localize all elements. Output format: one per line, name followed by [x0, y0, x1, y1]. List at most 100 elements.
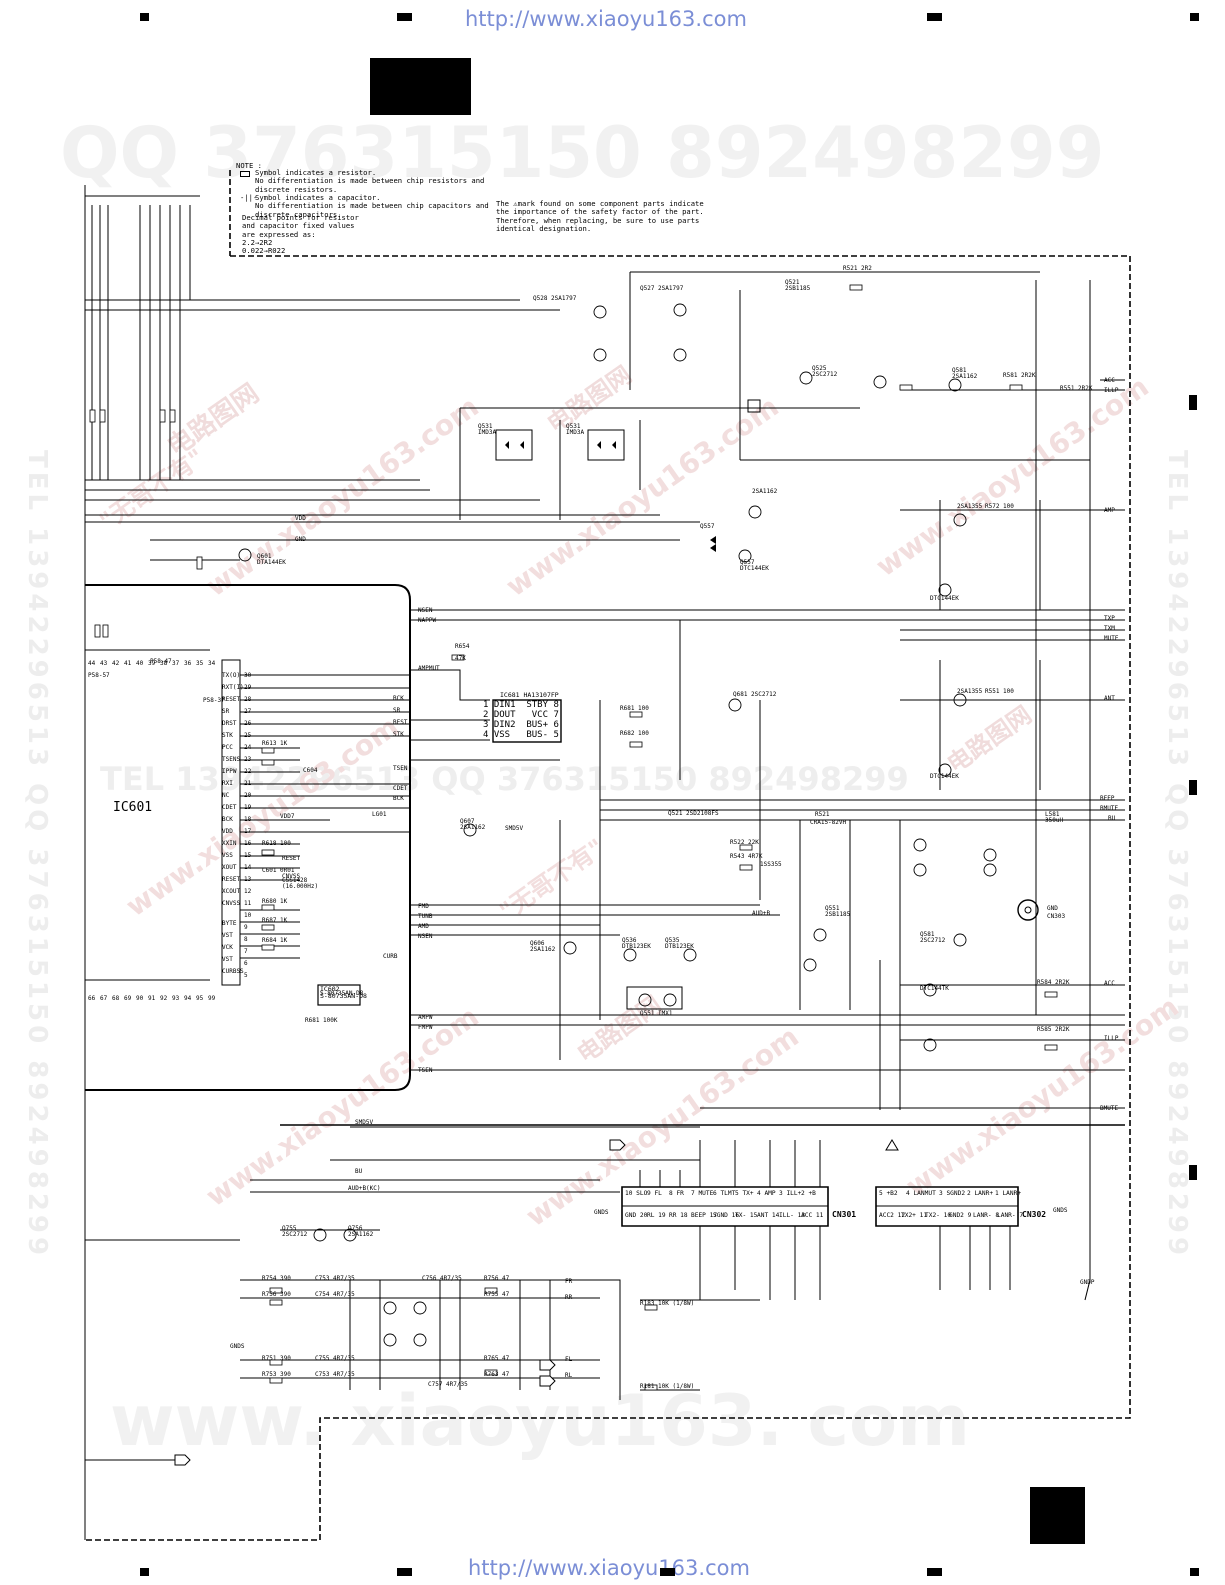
top-url[interactable]: http://www.xiaoyu163.com [465, 7, 747, 31]
svg-text:DTA144EK: DTA144EK [257, 559, 286, 566]
svg-text:IMD3A: IMD3A [566, 429, 584, 436]
svg-text:40: 40 [136, 660, 144, 667]
svg-text:BU: BU [1108, 815, 1116, 822]
svg-text:R681 100: R681 100 [620, 705, 649, 712]
cn302-pin: GND2 9 [949, 1212, 972, 1219]
cn301-pin: 10 SLO [625, 1190, 648, 1197]
svg-text:(16.000Hz): (16.000Hz) [282, 883, 318, 890]
svg-text:P58-47: P58-47 [150, 658, 172, 665]
cn302-pin: 4 LANMUT [906, 1190, 936, 1197]
cn302-pin: 1 LANR+ [995, 1190, 1022, 1197]
note-resistor: Symbol indicates a resistor. No differen… [255, 168, 485, 194]
section-tab-block [1030, 1487, 1085, 1544]
cn301-pin: ACC 11 [801, 1212, 824, 1219]
cn301-pin: 2 +B [801, 1190, 816, 1197]
svg-text:DTC144EK: DTC144EK [930, 773, 959, 780]
svg-text:2SB1185: 2SB1185 [825, 911, 851, 918]
svg-text:15: 15 [244, 852, 252, 859]
svg-text:41: 41 [124, 660, 132, 667]
svg-text:91: 91 [148, 995, 156, 1002]
svg-text:36: 36 [184, 660, 192, 667]
svg-text:2SA1355: 2SA1355 [957, 503, 983, 510]
svg-text:TX(O): TX(O) [222, 672, 240, 679]
svg-text:LG01: LG01 [372, 811, 387, 818]
svg-text:R682 100: R682 100 [620, 730, 649, 737]
svg-text:STK: STK [222, 732, 233, 739]
svg-text:VDD7: VDD7 [280, 813, 295, 820]
svg-text:2SA1162: 2SA1162 [530, 946, 556, 953]
cn301-top-row: 10 SLO 9 FL 8 FR 7 MUTE 6 TLMT 5 TX+ 4 A… [625, 1190, 820, 1197]
svg-text:94: 94 [184, 995, 192, 1002]
svg-text:R551 2R2K: R551 2R2K [1060, 385, 1093, 392]
svg-text:DTB123EK: DTB123EK [622, 943, 651, 950]
watermark-qq: QQ 376315150 892498299 [60, 112, 1105, 194]
registration-mark [1190, 13, 1199, 21]
svg-text:Q531: Q531 [566, 423, 581, 430]
svg-text:Q551 IMX1: Q551 IMX1 [640, 1010, 673, 1017]
registration-mark [140, 13, 149, 21]
svg-text:TUNB: TUNB [418, 913, 433, 920]
svg-text:26: 26 [244, 720, 252, 727]
svg-text:R585 2R2K: R585 2R2K [1037, 1026, 1070, 1033]
svg-text:13: 13 [244, 876, 252, 883]
registration-mark [140, 1568, 149, 1576]
svg-text:IPPW: IPPW [222, 768, 237, 775]
registration-mark [1190, 1568, 1199, 1576]
bottom-url[interactable]: http://www.xiaoyu163.com [468, 1556, 750, 1580]
svg-text:AUD+B(KC): AUD+B(KC) [348, 1185, 381, 1192]
cn301-bottom-row: GND 20 RL 19 RR 18 BEEP 17 SGND 16 TX- 1… [625, 1212, 824, 1219]
svg-text:AUD+B: AUD+B [752, 910, 770, 917]
cn302-pin: TX2- 10 [925, 1212, 952, 1219]
registration-mark [1189, 395, 1197, 410]
svg-text:34: 34 [208, 660, 216, 667]
svg-text:C604: C604 [303, 767, 318, 774]
note-title: NOTE : [236, 161, 262, 170]
svg-text:XCOUT: XCOUT [222, 888, 240, 895]
svg-text:R613 1K: R613 1K [262, 740, 288, 747]
svg-text:R521 2R2: R521 2R2 [843, 265, 872, 272]
cn302-pin: TX2+ 11 [901, 1212, 928, 1219]
svg-text:NSEN: NSEN [418, 607, 433, 614]
svg-text:GND: GND [295, 536, 306, 543]
svg-text:AMP: AMP [1104, 507, 1115, 514]
ic681-title: IC681 HA13107FP [500, 691, 559, 699]
svg-text:GNDP: GNDP [1080, 1279, 1095, 1286]
svg-text:R551 100: R551 100 [985, 688, 1014, 695]
svg-text:FMPW: FMPW [418, 1024, 433, 1031]
svg-text:25: 25 [244, 732, 252, 739]
cn302-pin: ACC2 12 [879, 1212, 906, 1219]
note-capacitor: Symbol indicates a capacitor. No differe… [255, 193, 489, 219]
registration-mark [397, 1568, 412, 1576]
svg-text:C755 4R7/35: C755 4R7/35 [315, 1355, 355, 1362]
cn301-pin: 6 TLMT [713, 1190, 736, 1197]
registration-mark [1189, 780, 1197, 795]
svg-text:14: 14 [244, 864, 252, 871]
svg-text:ACC: ACC [1104, 980, 1115, 987]
svg-text:R754 390: R754 390 [262, 1275, 291, 1282]
svg-text:RESET: RESET [222, 696, 240, 703]
svg-text:ILLP: ILLP [1104, 387, 1119, 394]
watermark-www: www. xiaoyu163. com [110, 1380, 971, 1462]
svg-text:2SC2712: 2SC2712 [282, 1231, 308, 1238]
svg-text:47K: 47K [455, 655, 466, 662]
svg-text:BEST: BEST [393, 719, 408, 726]
svg-text:R543 4R7K: R543 4R7K [730, 853, 763, 860]
svg-text:23: 23 [244, 756, 252, 763]
cn302-top-row: 5 +B2 4 LANMUT 3 SGND2 2 LANR+ 1 LANR+ [879, 1190, 1022, 1197]
svg-text:CDET: CDET [393, 785, 408, 792]
svg-text:R684 1K: R684 1K [262, 937, 288, 944]
svg-text:11: 11 [244, 900, 252, 907]
svg-text:2SA1162: 2SA1162 [348, 1231, 374, 1238]
svg-text:R756 390: R756 390 [262, 1291, 291, 1298]
svg-text:22: 22 [244, 768, 252, 775]
svg-text:GNDS: GNDS [594, 1209, 609, 1216]
svg-text:92: 92 [160, 995, 168, 1002]
svg-text:R680 1K: R680 1K [262, 898, 288, 905]
svg-text:2SA1355: 2SA1355 [957, 688, 983, 695]
cn301-pin: RR 18 [669, 1212, 688, 1219]
svg-text:XOUT: XOUT [222, 864, 237, 871]
svg-text:5: 5 [244, 972, 248, 979]
svg-text:2SA1162: 2SA1162 [952, 373, 978, 380]
svg-text:SR: SR [393, 707, 401, 714]
